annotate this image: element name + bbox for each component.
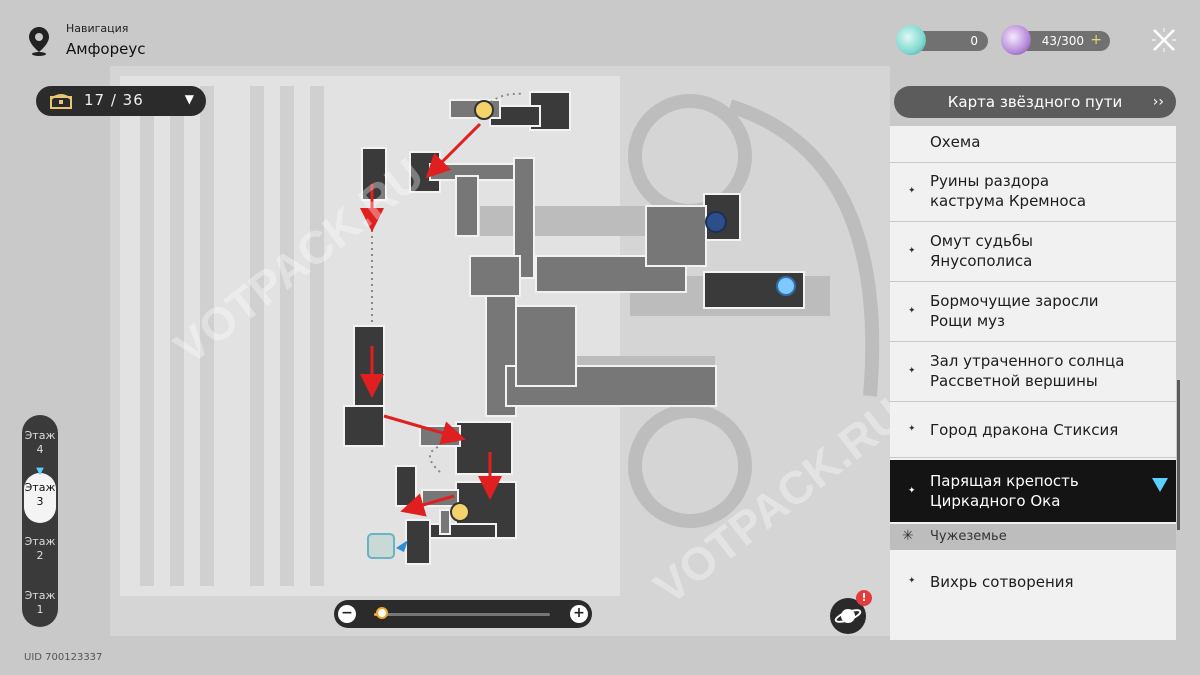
floor-label: Этаж xyxy=(24,535,56,548)
close-icon[interactable] xyxy=(1150,26,1178,54)
map-canvas[interactable]: VOTPACK.RU VOTPACK.RU xyxy=(110,66,890,636)
calyx-icon xyxy=(776,276,796,296)
zoom-control: − + xyxy=(334,600,592,628)
list-item[interactable]: ✦ Вихрь сотворения xyxy=(890,552,1176,612)
compass-star-icon: ✳ xyxy=(902,528,914,544)
bullet-icon: ✦ xyxy=(908,306,916,316)
list-item[interactable]: ✦ Зал утраченного солнца Рассветной верш… xyxy=(890,342,1176,402)
panel-header-label: Карта звёздного пути xyxy=(947,93,1123,111)
floor-number: 3 xyxy=(36,495,44,508)
currency-value: 43/300 xyxy=(1041,34,1084,48)
notification-badge: ! xyxy=(856,590,872,606)
region-list-panel: Карта звёздного пути ›› Охема ✦ Руины ра… xyxy=(888,84,1176,640)
floor-2-button[interactable]: Этаж 2 xyxy=(22,535,58,563)
map-pin-icon xyxy=(29,27,49,56)
chest-count: 17 / 36 xyxy=(84,91,144,109)
planet-button[interactable]: ! xyxy=(830,590,872,634)
floor-label: Этаж xyxy=(24,481,56,494)
region-name-line1: Зал утраченного солнца xyxy=(930,352,1125,370)
floor-selector: Этаж 4 Этаж 3 ▼ Этаж 2 Этаж 1 xyxy=(22,415,58,627)
add-currency-button[interactable]: + xyxy=(1090,32,1102,48)
purple-orb-icon xyxy=(1001,25,1031,55)
group-label: Чужеземье xyxy=(930,529,1007,544)
double-chevron-right-icon: ›› xyxy=(1152,94,1164,110)
chest-counter[interactable]: 17 / 36 ▼ xyxy=(36,86,206,116)
zoom-in-button[interactable]: + xyxy=(570,605,588,623)
region-name-line2: Янусополиса xyxy=(930,252,1033,270)
list-item[interactable]: ✦ Руины раздора каструма Кремноса xyxy=(890,162,1176,222)
uid-label: UID 700123337 xyxy=(24,652,103,663)
region-name: Город дракона Стиксия xyxy=(930,421,1119,439)
floor-number: 2 xyxy=(36,549,44,562)
list-item[interactable]: ✦ Город дракона Стиксия xyxy=(890,402,1176,458)
list-item[interactable]: ✦ Бормочущие заросли Рощи муз xyxy=(890,282,1176,342)
list-item[interactable]: Охема xyxy=(890,116,1176,163)
region-name-line1: Руины раздора xyxy=(930,172,1050,190)
list-item[interactable]: ✦ Омут судьбы Янусополиса xyxy=(890,222,1176,282)
floor-number: 4 xyxy=(36,443,44,456)
location-label: Навигация xyxy=(66,22,129,35)
bullet-icon: ✦ xyxy=(908,486,916,496)
bullet-icon: ✦ xyxy=(908,246,916,256)
list-item-selected[interactable]: ✦ Парящая крепость Циркадного Ока xyxy=(890,460,1176,522)
region-name-line2: Рассветной вершины xyxy=(930,372,1098,390)
location-name: Амфореус xyxy=(66,40,146,58)
teleport-icon xyxy=(474,100,494,120)
floor-1-button[interactable]: Этаж 1 xyxy=(22,589,58,617)
blue-orb-icon xyxy=(896,25,926,55)
floor-label: Этаж xyxy=(24,589,56,602)
bullet-icon: ✦ xyxy=(908,424,916,434)
region-name-line1: Омут судьбы xyxy=(930,232,1033,250)
zoom-out-button[interactable]: − xyxy=(338,605,356,623)
puzzle-icon xyxy=(450,502,470,522)
bullet-icon: ✦ xyxy=(908,366,916,376)
list-scrollbar[interactable] xyxy=(1177,380,1180,530)
currency-value: 0 xyxy=(970,34,978,48)
bullet-icon: ✦ xyxy=(908,186,916,196)
region-name: Охема xyxy=(930,133,981,151)
floor-label: Этаж xyxy=(24,429,56,442)
bullet-icon: ✦ xyxy=(908,576,916,586)
region-name-line2: каструма Кремноса xyxy=(930,192,1087,210)
group-header: ✳ Чужеземье xyxy=(890,524,1176,550)
region-name-line1: Бормочущие заросли xyxy=(930,292,1099,310)
region-name-line2: Рощи муз xyxy=(930,312,1006,330)
floor-4-button[interactable]: Этаж 4 xyxy=(22,429,58,457)
region-name-line1: Парящая крепость xyxy=(930,472,1079,490)
region-name-line2: Циркадного Ока xyxy=(930,492,1061,510)
currency-stellar[interactable]: 43/300 + xyxy=(1001,25,1110,55)
zoom-slider-handle[interactable] xyxy=(375,607,388,619)
triangle-down-icon[interactable]: ▼ xyxy=(184,92,194,106)
space-anchor-icon xyxy=(705,211,727,233)
star-rail-map-button[interactable]: Карта звёздного пути ›› xyxy=(894,86,1176,118)
floor-3-button[interactable]: Этаж 3 xyxy=(24,473,56,523)
zoom-slider-track[interactable] xyxy=(374,613,550,616)
currency-trailblaze[interactable]: 0 xyxy=(896,25,988,55)
floor-number: 1 xyxy=(36,603,44,616)
player-position-icon xyxy=(367,533,408,559)
region-name: Вихрь сотворения xyxy=(930,573,1074,591)
treasure-chest-icon xyxy=(50,94,72,109)
region-list: Охема ✦ Руины раздора каструма Кремноса … xyxy=(890,126,1176,640)
current-location-marker-icon xyxy=(1152,478,1168,492)
planet-icon xyxy=(834,609,862,623)
current-floor-marker-icon: ▼ xyxy=(36,466,44,477)
